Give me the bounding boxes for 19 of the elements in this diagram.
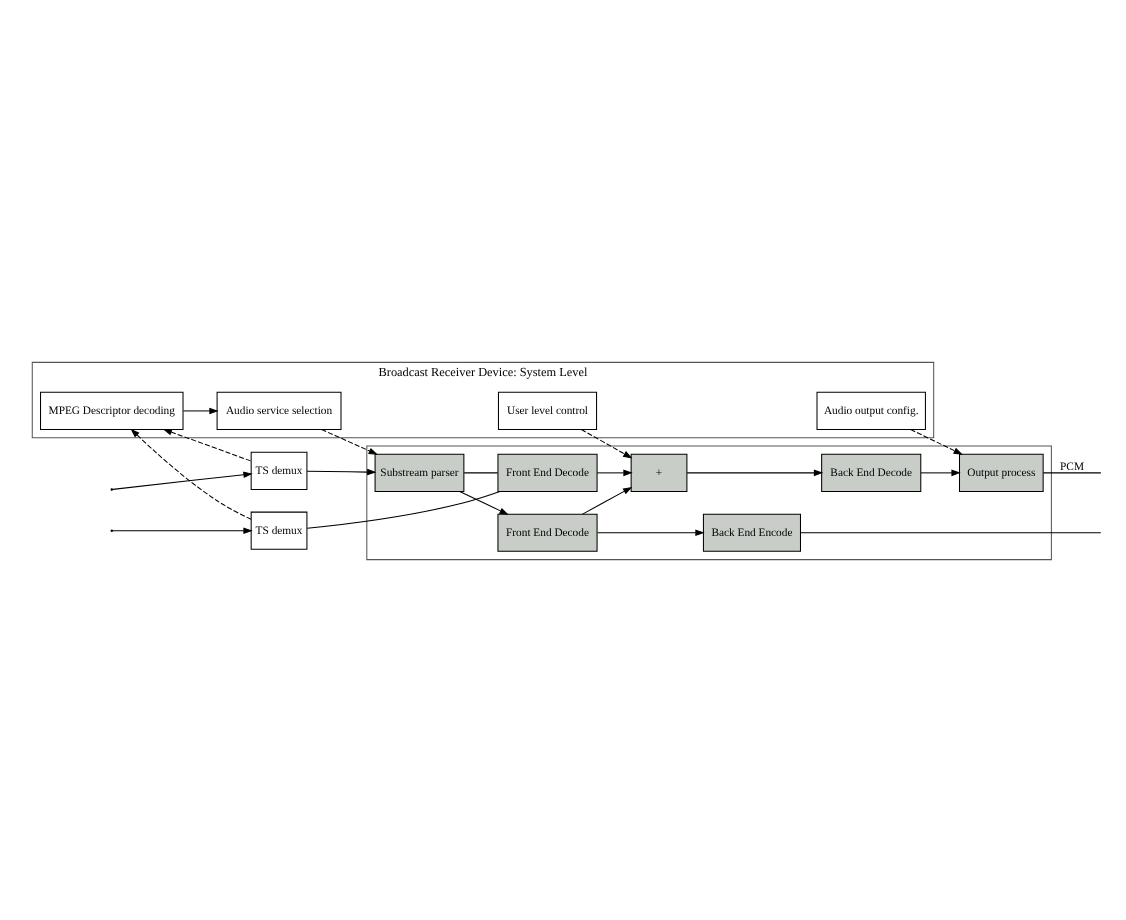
arrow [162,428,252,461]
arrow [580,428,633,458]
arrow [112,470,253,489]
arrow [596,468,633,476]
arrow [686,468,824,476]
connector [306,490,501,528]
arrow [182,406,219,414]
arrow [306,467,377,475]
arrow [459,489,509,514]
arrow [582,485,633,514]
connector [1042,471,1102,473]
arrow [112,526,253,533]
arrow [130,427,252,519]
connector [800,531,1102,533]
arrow [321,428,378,454]
connector [463,471,499,473]
arrow [910,428,963,454]
arrow [920,468,961,476]
arrow [597,528,705,535]
